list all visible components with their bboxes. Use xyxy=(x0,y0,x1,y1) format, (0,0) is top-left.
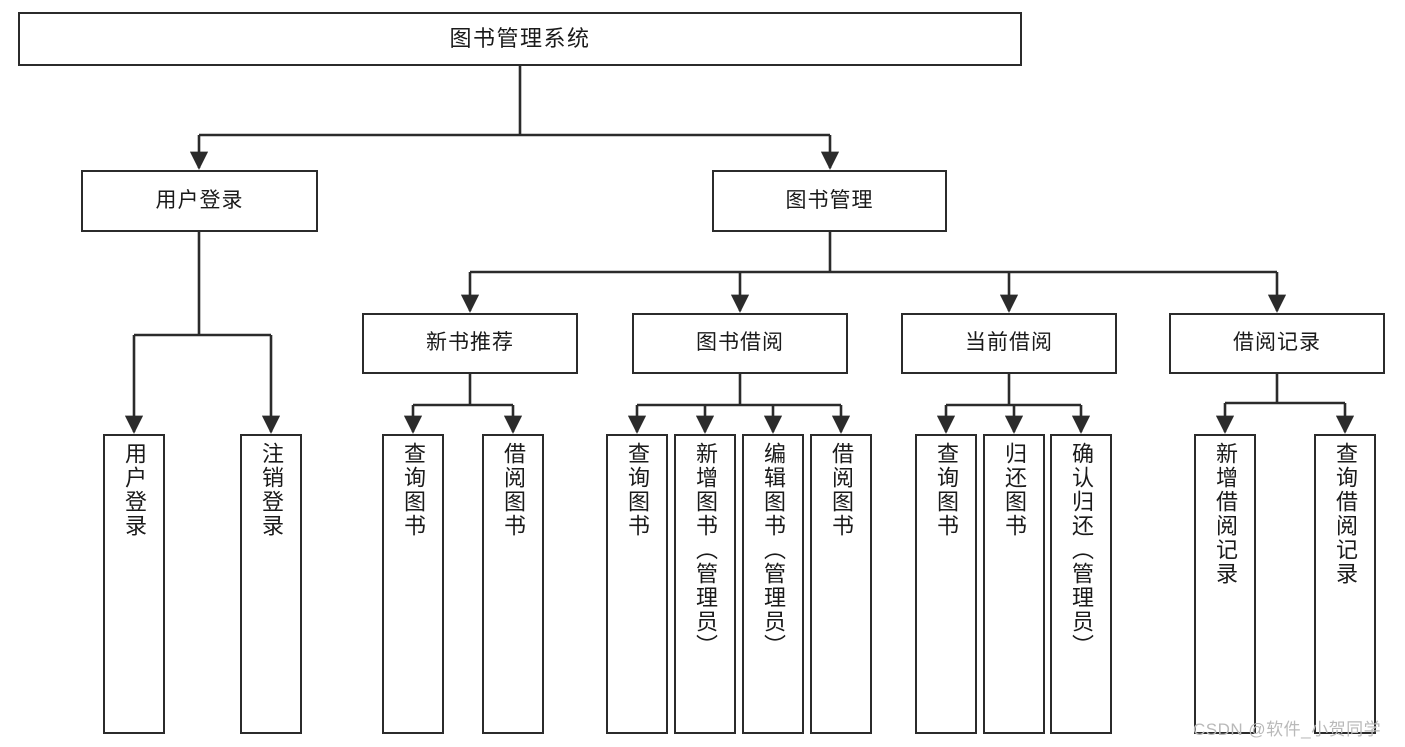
node-borrow-record-label: 借阅记录 xyxy=(1233,331,1321,355)
node-query-record[interactable]: 查询借阅记录 xyxy=(1314,434,1376,734)
node-logout[interactable]: 注销登录 xyxy=(240,434,302,734)
node-return-book[interactable]: 归还图书 xyxy=(983,434,1045,734)
node-add-record-label: 新增借阅记录 xyxy=(1213,442,1238,586)
node-root[interactable]: 图书管理系统 xyxy=(18,12,1022,66)
node-edit-book-label: 编辑图书（管理员） xyxy=(761,442,786,658)
node-new-book-recommend[interactable]: 新书推荐 xyxy=(362,313,578,374)
node-add-book-label: 新增图书（管理员） xyxy=(693,442,718,658)
node-query-record-label: 查询借阅记录 xyxy=(1333,442,1358,586)
node-current-borrow-label: 当前借阅 xyxy=(965,331,1053,355)
node-confirm-return[interactable]: 确认归还（管理员） xyxy=(1050,434,1112,734)
node-book-borrow[interactable]: 图书借阅 xyxy=(632,313,848,374)
node-add-record[interactable]: 新增借阅记录 xyxy=(1194,434,1256,734)
node-book-manage-label: 图书管理 xyxy=(785,188,874,212)
node-borrow-book-2[interactable]: 借阅图书 xyxy=(810,434,872,734)
node-borrow-book-1[interactable]: 借阅图书 xyxy=(482,434,544,734)
node-user-login-label: 用户登录 xyxy=(155,188,244,212)
node-user-login[interactable]: 用户登录 xyxy=(81,170,318,232)
csdn-watermark: CSDN @软件_小贺同学 xyxy=(1193,720,1382,739)
node-new-book-recommend-label: 新书推荐 xyxy=(426,331,514,355)
node-logout-label: 注销登录 xyxy=(259,442,284,538)
node-query-book-1[interactable]: 查询图书 xyxy=(382,434,444,734)
node-query-book-3[interactable]: 查询图书 xyxy=(915,434,977,734)
node-root-label: 图书管理系统 xyxy=(449,26,591,52)
node-query-book-1-label: 查询图书 xyxy=(401,442,426,538)
node-borrow-book-1-label: 借阅图书 xyxy=(501,442,526,538)
node-book-manage[interactable]: 图书管理 xyxy=(712,170,947,232)
node-query-book-2-label: 查询图书 xyxy=(625,442,650,538)
node-login[interactable]: 用户登录 xyxy=(103,434,165,734)
node-query-book-2[interactable]: 查询图书 xyxy=(606,434,668,734)
node-borrow-book-2-label: 借阅图书 xyxy=(829,442,854,538)
node-return-book-label: 归还图书 xyxy=(1002,442,1027,538)
node-add-book[interactable]: 新增图书（管理员） xyxy=(674,434,736,734)
node-query-book-3-label: 查询图书 xyxy=(934,442,959,538)
node-book-borrow-label: 图书借阅 xyxy=(696,331,784,355)
node-current-borrow[interactable]: 当前借阅 xyxy=(901,313,1117,374)
node-login-label: 用户登录 xyxy=(122,442,147,538)
node-edit-book[interactable]: 编辑图书（管理员） xyxy=(742,434,804,734)
node-confirm-return-label: 确认归还（管理员） xyxy=(1069,442,1094,658)
node-borrow-record[interactable]: 借阅记录 xyxy=(1169,313,1385,374)
